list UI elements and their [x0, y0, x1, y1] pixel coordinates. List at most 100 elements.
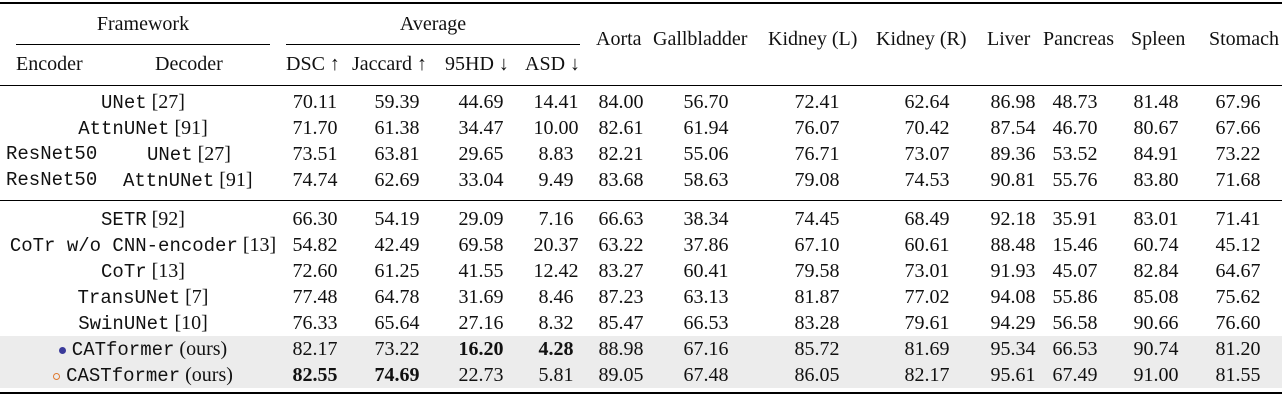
header-rule — [0, 85, 1282, 86]
value-cell: 65.64 — [374, 312, 420, 334]
value-cell: 76.33 — [292, 312, 338, 334]
value-cell: 73.07 — [904, 143, 950, 165]
encoder-header: Encoder — [16, 53, 83, 75]
value-cell: 8.46 — [538, 286, 574, 308]
value-cell: 70.11 — [292, 91, 338, 113]
metric-header: Jaccard ↑ — [352, 53, 427, 75]
value-cell: 63.13 — [683, 286, 729, 308]
value-cell: 90.74 — [1133, 338, 1179, 360]
decoder-name: AttnUNet — [78, 118, 170, 140]
value-cell: 82.55 — [292, 364, 338, 386]
value-cell: 66.53 — [683, 312, 729, 334]
value-cell: 91.00 — [1133, 364, 1179, 386]
value-cell: 74.69 — [374, 364, 420, 386]
value-cell: 76.60 — [1215, 312, 1261, 334]
method-cell: TransUNet [7] — [0, 285, 286, 310]
value-cell: 66.53 — [1052, 338, 1098, 360]
value-cell: 95.34 — [990, 338, 1036, 360]
value-cell: 83.80 — [1133, 169, 1179, 191]
value-cell: 29.09 — [458, 208, 504, 230]
metric-header: 95HD ↓ — [445, 53, 509, 75]
citation: [91] — [214, 169, 253, 191]
organ-header: Kidney (L) — [768, 28, 858, 50]
castformer-marker-icon — [53, 372, 61, 380]
value-cell: 84.00 — [598, 91, 644, 113]
organ-header: Gallbladder — [653, 28, 748, 50]
value-cell: 62.64 — [904, 91, 950, 113]
value-cell: 72.60 — [292, 260, 338, 282]
value-cell: 89.36 — [990, 143, 1036, 165]
decoder-cell: UNet [27] — [147, 142, 231, 167]
value-cell: 41.55 — [458, 260, 504, 282]
value-cell: 29.65 — [458, 143, 504, 165]
decoder-cell: AttnUNet [91] — [16, 116, 270, 141]
value-cell: 80.67 — [1133, 117, 1179, 139]
citation: [10] — [169, 312, 208, 334]
value-cell: 67.10 — [794, 234, 840, 256]
method-name: CoTr w/o CNN-encoder — [9, 235, 238, 257]
decoder-header: Decoder — [155, 53, 223, 75]
citation: [92] — [146, 208, 185, 230]
value-cell: 56.70 — [683, 91, 729, 113]
value-cell: 82.61 — [598, 117, 644, 139]
value-cell: 35.91 — [1052, 208, 1098, 230]
decoder-name: UNet — [147, 144, 193, 166]
method-cell: CATformer (ours) — [0, 337, 286, 362]
value-cell: 81.69 — [904, 338, 950, 360]
value-cell: 67.96 — [1215, 91, 1261, 113]
organ-header: Liver — [987, 28, 1031, 50]
value-cell: 67.66 — [1215, 117, 1261, 139]
value-cell: 71.41 — [1215, 208, 1261, 230]
value-cell: 84.91 — [1133, 143, 1179, 165]
encoder-cell: ResNet50 — [6, 169, 98, 191]
value-cell: 8.83 — [538, 143, 574, 165]
value-cell: 56.58 — [1052, 312, 1098, 334]
value-cell: 48.73 — [1052, 91, 1098, 113]
value-cell: 82.21 — [598, 143, 644, 165]
value-cell: 22.73 — [458, 364, 504, 386]
value-cell: 5.81 — [538, 364, 574, 386]
value-cell: 12.42 — [533, 260, 579, 282]
value-cell: 58.63 — [683, 169, 729, 191]
citation: [13] — [146, 260, 185, 282]
organ-header: Kidney (R) — [876, 28, 967, 50]
value-cell: 83.28 — [794, 312, 840, 334]
value-cell: 10.00 — [533, 117, 579, 139]
group-rule — [0, 200, 1282, 201]
value-cell: 83.27 — [598, 260, 644, 282]
framework-header: Framework — [96, 13, 190, 35]
value-cell: 44.69 — [458, 91, 504, 113]
value-cell: 54.82 — [292, 234, 338, 256]
value-cell: 9.49 — [538, 169, 574, 191]
value-cell: 92.18 — [990, 208, 1036, 230]
value-cell: 82.17 — [904, 364, 950, 386]
value-cell: 59.39 — [374, 91, 420, 113]
value-cell: 67.48 — [683, 364, 729, 386]
value-cell: 55.06 — [683, 143, 729, 165]
value-cell: 77.02 — [904, 286, 950, 308]
value-cell: 85.47 — [598, 312, 644, 334]
framework-underline — [16, 44, 270, 45]
decoder-cell: UNet [27] — [16, 90, 270, 115]
method-cell: CoTr w/o CNN-encoder [13] — [0, 233, 286, 258]
value-cell: 73.51 — [292, 143, 338, 165]
value-cell: 72.41 — [794, 91, 840, 113]
value-cell: 66.30 — [292, 208, 338, 230]
value-cell: 86.98 — [990, 91, 1036, 113]
decoder-cell: AttnUNet [91] — [123, 168, 253, 193]
citation: [13] — [237, 234, 277, 256]
value-cell: 67.16 — [683, 338, 729, 360]
value-cell: 37.86 — [683, 234, 729, 256]
organ-header: Pancreas — [1043, 28, 1115, 50]
value-cell: 7.16 — [538, 208, 574, 230]
value-cell: 87.23 — [598, 286, 644, 308]
method-name: CoTr — [101, 261, 147, 283]
method-cell: SETR [92] — [0, 207, 286, 232]
value-cell: 73.01 — [904, 260, 950, 282]
value-cell: 67.49 — [1052, 364, 1098, 386]
value-cell: 81.48 — [1133, 91, 1179, 113]
decoder-name: AttnUNet — [123, 170, 215, 192]
value-cell: 83.68 — [598, 169, 644, 191]
value-cell: 79.61 — [904, 312, 950, 334]
value-cell: 81.55 — [1215, 364, 1261, 386]
